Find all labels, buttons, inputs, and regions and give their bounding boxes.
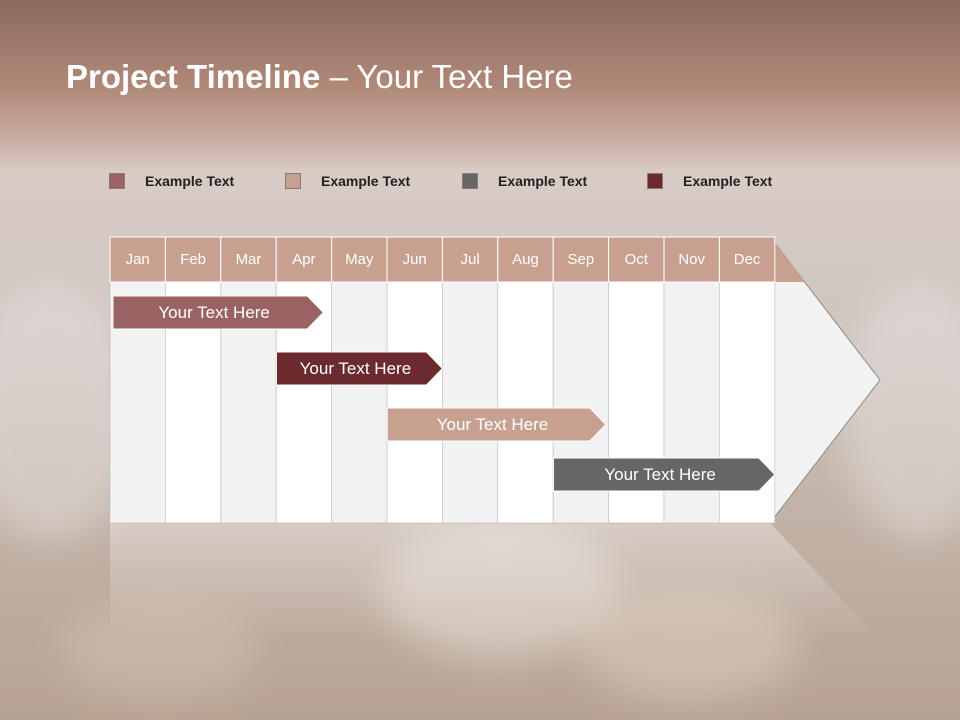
month-column (497, 281, 554, 524)
month-label: Mar (235, 250, 262, 268)
month-label: Oct (624, 250, 648, 268)
month-column (441, 281, 499, 524)
month-label: Aug (512, 250, 539, 268)
month-column (331, 281, 388, 524)
month-header-cell (497, 236, 554, 283)
month-header-cell (386, 236, 443, 283)
task-bar-label: Your Text Here (299, 358, 412, 378)
month-label: Dec (733, 250, 761, 268)
timeline-arrow-header-tip (770, 237, 805, 282)
task-bar (112, 295, 324, 330)
legend-label: Example Text (683, 173, 773, 189)
legend-label: Example Text (145, 173, 235, 189)
legend-swatch (647, 173, 663, 189)
task-bar-label: Your Text Here (158, 302, 270, 322)
timeline-arrow-reflection (110, 523, 880, 640)
month-header-cell (608, 236, 665, 283)
month-label: May (345, 250, 374, 268)
month-header-cell (109, 236, 166, 283)
month-header-cell (220, 236, 277, 283)
task-bar (552, 457, 776, 492)
month-header-cell (552, 236, 610, 283)
legend-item: Example Text (462, 171, 587, 191)
month-label: Jun (402, 250, 427, 268)
month-column (386, 281, 443, 524)
month-header-cell (275, 236, 333, 283)
month-label: Nov (678, 250, 706, 268)
legend-item: Example Text (285, 171, 410, 191)
legend-label: Example Text (321, 173, 411, 189)
month-label: Sep (567, 250, 595, 268)
month-header-cell (663, 236, 720, 283)
month-header-cell (718, 236, 776, 283)
legend-label: Example Text (498, 173, 588, 189)
task-bar-label: Your Text Here (436, 414, 549, 434)
month-label: Apr (292, 250, 316, 268)
legend-item: Example Text (109, 171, 234, 191)
legend-swatch (285, 173, 301, 189)
task-bar (275, 351, 444, 386)
legend-item: Example Text (647, 171, 772, 191)
month-label: Jul (460, 250, 480, 268)
title-rest: – Your Text Here (320, 58, 573, 95)
month-label: Feb (180, 250, 207, 268)
title-bold: Project Timeline (66, 58, 321, 95)
task-bar (386, 407, 607, 442)
legend-swatch (462, 173, 478, 189)
month-label: Jan (125, 250, 150, 268)
month-header-cell (331, 236, 388, 283)
task-bar-label: Your Text Here (604, 464, 716, 484)
legend-swatch (109, 173, 125, 189)
page-title: Project Timeline – Your Text Here (66, 58, 573, 96)
